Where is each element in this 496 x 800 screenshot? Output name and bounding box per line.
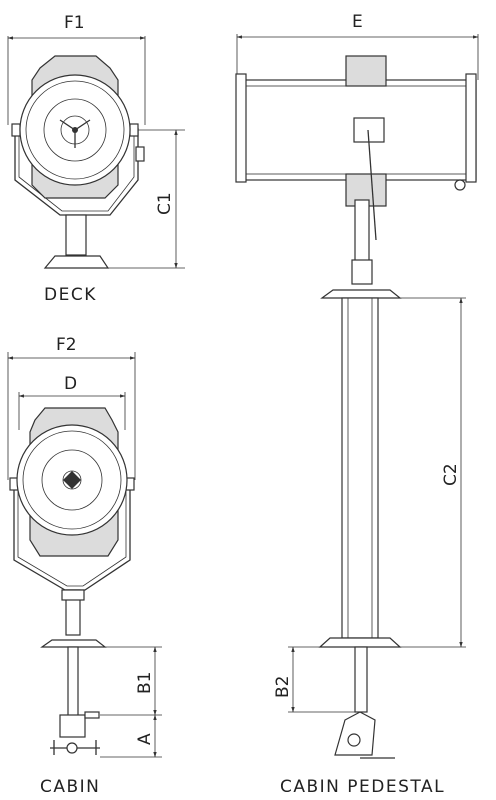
dim-label-c1: C1: [155, 192, 175, 215]
caption-deck: DECK: [44, 285, 97, 305]
cabin-view: F2 D B: [7, 335, 162, 797]
dim-f2: F2: [7, 335, 136, 480]
deck-view: F1 C1 DECK: [7, 13, 185, 305]
dim-label-b2: B2: [273, 676, 293, 698]
dim-label-d: D: [64, 374, 77, 394]
caption-cabin-pedestal: CABIN PEDESTAL: [280, 777, 445, 797]
dim-d: D: [18, 374, 126, 430]
dim-label-f2: F2: [56, 335, 77, 355]
pedestal-tube: [341, 297, 379, 639]
pedestal-top-flange: [320, 289, 402, 299]
deck-base: [43, 255, 110, 269]
dim-label-a: A: [135, 733, 155, 745]
dim-c2: C2: [390, 297, 466, 648]
dim-a: A: [100, 714, 162, 758]
cabin-flange: [40, 639, 107, 648]
dim-label-e: E: [352, 12, 363, 32]
dim-f1: F1: [7, 13, 146, 125]
dim-label-b1: B1: [135, 672, 155, 694]
dim-label-c2: C2: [441, 463, 461, 486]
caption-cabin: CABIN: [40, 777, 100, 797]
pedestal-bottom-flange: [318, 637, 402, 648]
dim-e: E: [236, 12, 479, 80]
pedestal-view: E C2: [235, 12, 479, 797]
dim-c1: C1: [100, 129, 185, 269]
dim-label-f1: F1: [64, 13, 85, 33]
dim-b2: B2: [273, 646, 358, 713]
dim-b1: B1: [100, 646, 162, 716]
